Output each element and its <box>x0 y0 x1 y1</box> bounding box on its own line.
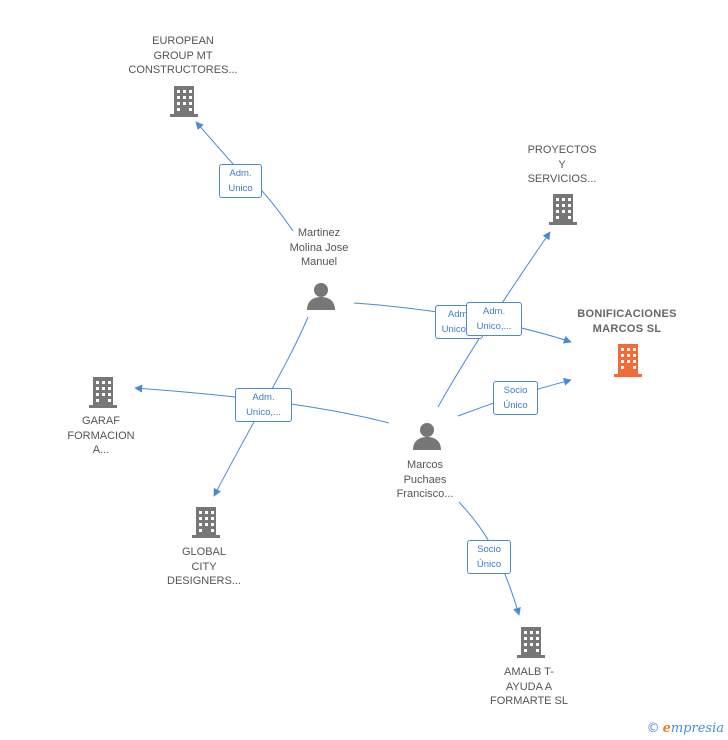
edge-label-line: Adm. <box>482 306 506 317</box>
node-label-martinez[interactable]: Martinez Molina Jose Manuel <box>290 226 349 270</box>
brand-logo-text: mpresia <box>670 721 724 736</box>
node-label-line: EUROPEAN <box>152 35 214 47</box>
person-icon[interactable] <box>412 421 442 451</box>
building-icon[interactable] <box>547 192 579 226</box>
node-label-marcos[interactable]: Marcos Puchaes Francisco... <box>397 458 454 502</box>
edge-label-line: Adm. <box>229 168 252 179</box>
node-label-line: DESIGNERS... <box>167 575 241 587</box>
node-label-line: Martinez <box>297 227 341 239</box>
node-label-line: CONSTRUCTORES... <box>128 64 238 76</box>
node-label-line: Marcos <box>406 459 444 471</box>
person-icon[interactable] <box>306 281 336 311</box>
edge-label-line: Socio <box>477 544 501 555</box>
node-label-bonificaciones[interactable]: BONIFICACIONES MARCOS SL <box>577 307 677 336</box>
edge-label-line: Único <box>503 400 528 411</box>
node-label-proyectos[interactable]: PROYECTOS Y SERVICIOS... <box>528 143 597 187</box>
building-icon-highlighted[interactable] <box>612 342 644 378</box>
node-label-line: Manuel <box>300 256 338 268</box>
edge-label-line: Adm. <box>447 309 471 320</box>
node-label-line: AYUDA A <box>505 680 553 693</box>
edge-label-line: Unico,... <box>476 321 512 332</box>
node-label-line: CITY <box>191 560 217 573</box>
edge-label-line: Unico <box>228 183 253 194</box>
edge-label-martinez-european[interactable]: Adm. Unico <box>219 164 262 198</box>
building-icon[interactable] <box>168 84 200 118</box>
node-label-line: Y <box>558 158 566 171</box>
edge-label-marcos-proyectos[interactable]: Adm. Unico,... <box>466 302 522 336</box>
edge-label-line: Unico,... <box>441 324 477 335</box>
edge-label-line: Unico,... <box>246 407 281 418</box>
edge-label-line: Socio <box>503 385 528 396</box>
node-label-garaf[interactable]: GARAF FORMACION A... <box>67 414 134 458</box>
node-label-line: A... <box>92 444 110 456</box>
node-label-line: Puchaes <box>403 473 447 486</box>
building-icon[interactable] <box>87 375 119 409</box>
copyright-icon: © <box>646 721 660 736</box>
brand-footer[interactable]: ©empresia <box>647 721 724 736</box>
node-label-global[interactable]: GLOBAL CITY DESIGNERS... <box>167 545 241 589</box>
building-icon[interactable] <box>515 625 547 659</box>
edge-label-marcos-bonificaciones[interactable]: Socio Único <box>493 381 538 415</box>
node-label-line: PROYECTOS <box>527 144 597 156</box>
node-label-line: BONIFICACIONES <box>577 308 677 320</box>
node-label-line: Molina Jose <box>289 241 349 254</box>
brand-logo-e: e <box>662 721 671 736</box>
node-label-line: FORMACION <box>67 429 135 442</box>
node-label-line: MARCOS SL <box>592 322 662 335</box>
node-label-line: GROUP MT <box>153 49 213 62</box>
node-label-line: FORMARTE SL <box>489 695 569 707</box>
node-label-amalb[interactable]: AMALB T- AYUDA A FORMARTE SL <box>490 665 568 709</box>
node-label-line: GLOBAL <box>181 546 227 558</box>
building-icon[interactable] <box>190 505 222 539</box>
node-label-line: AMALB T- <box>504 666 554 678</box>
edge-label-marcos-amalb[interactable]: Socio Único <box>467 540 511 574</box>
node-label-line: GARAF <box>82 415 120 427</box>
edge-label-marcos-garaf[interactable]: Adm. Unico,... <box>235 388 292 422</box>
edge-label-line: Adm. <box>252 392 275 403</box>
node-label-line: Francisco... <box>396 488 454 500</box>
node-label-european[interactable]: EUROPEAN GROUP MT CONSTRUCTORES... <box>128 34 237 78</box>
node-label-line: SERVICIOS... <box>527 173 597 185</box>
edge-label-line: Único <box>476 559 502 570</box>
